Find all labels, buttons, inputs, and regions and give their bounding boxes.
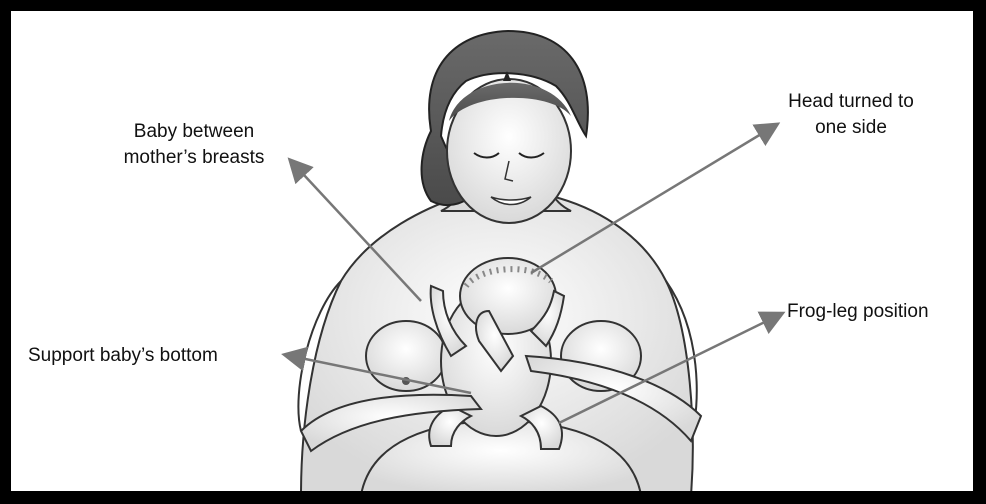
- label-head-turned: Head turned to one side: [751, 89, 951, 141]
- kangaroo-care-illustration: [11, 11, 975, 493]
- label-frog-leg: Frog-leg position: [787, 299, 975, 325]
- diagram-frame: Baby between mother’s breasts Head turne…: [9, 9, 975, 493]
- label-baby-between-breasts: Baby between mother’s breasts: [89, 119, 299, 171]
- label-support-bottom: Support baby’s bottom: [28, 343, 288, 369]
